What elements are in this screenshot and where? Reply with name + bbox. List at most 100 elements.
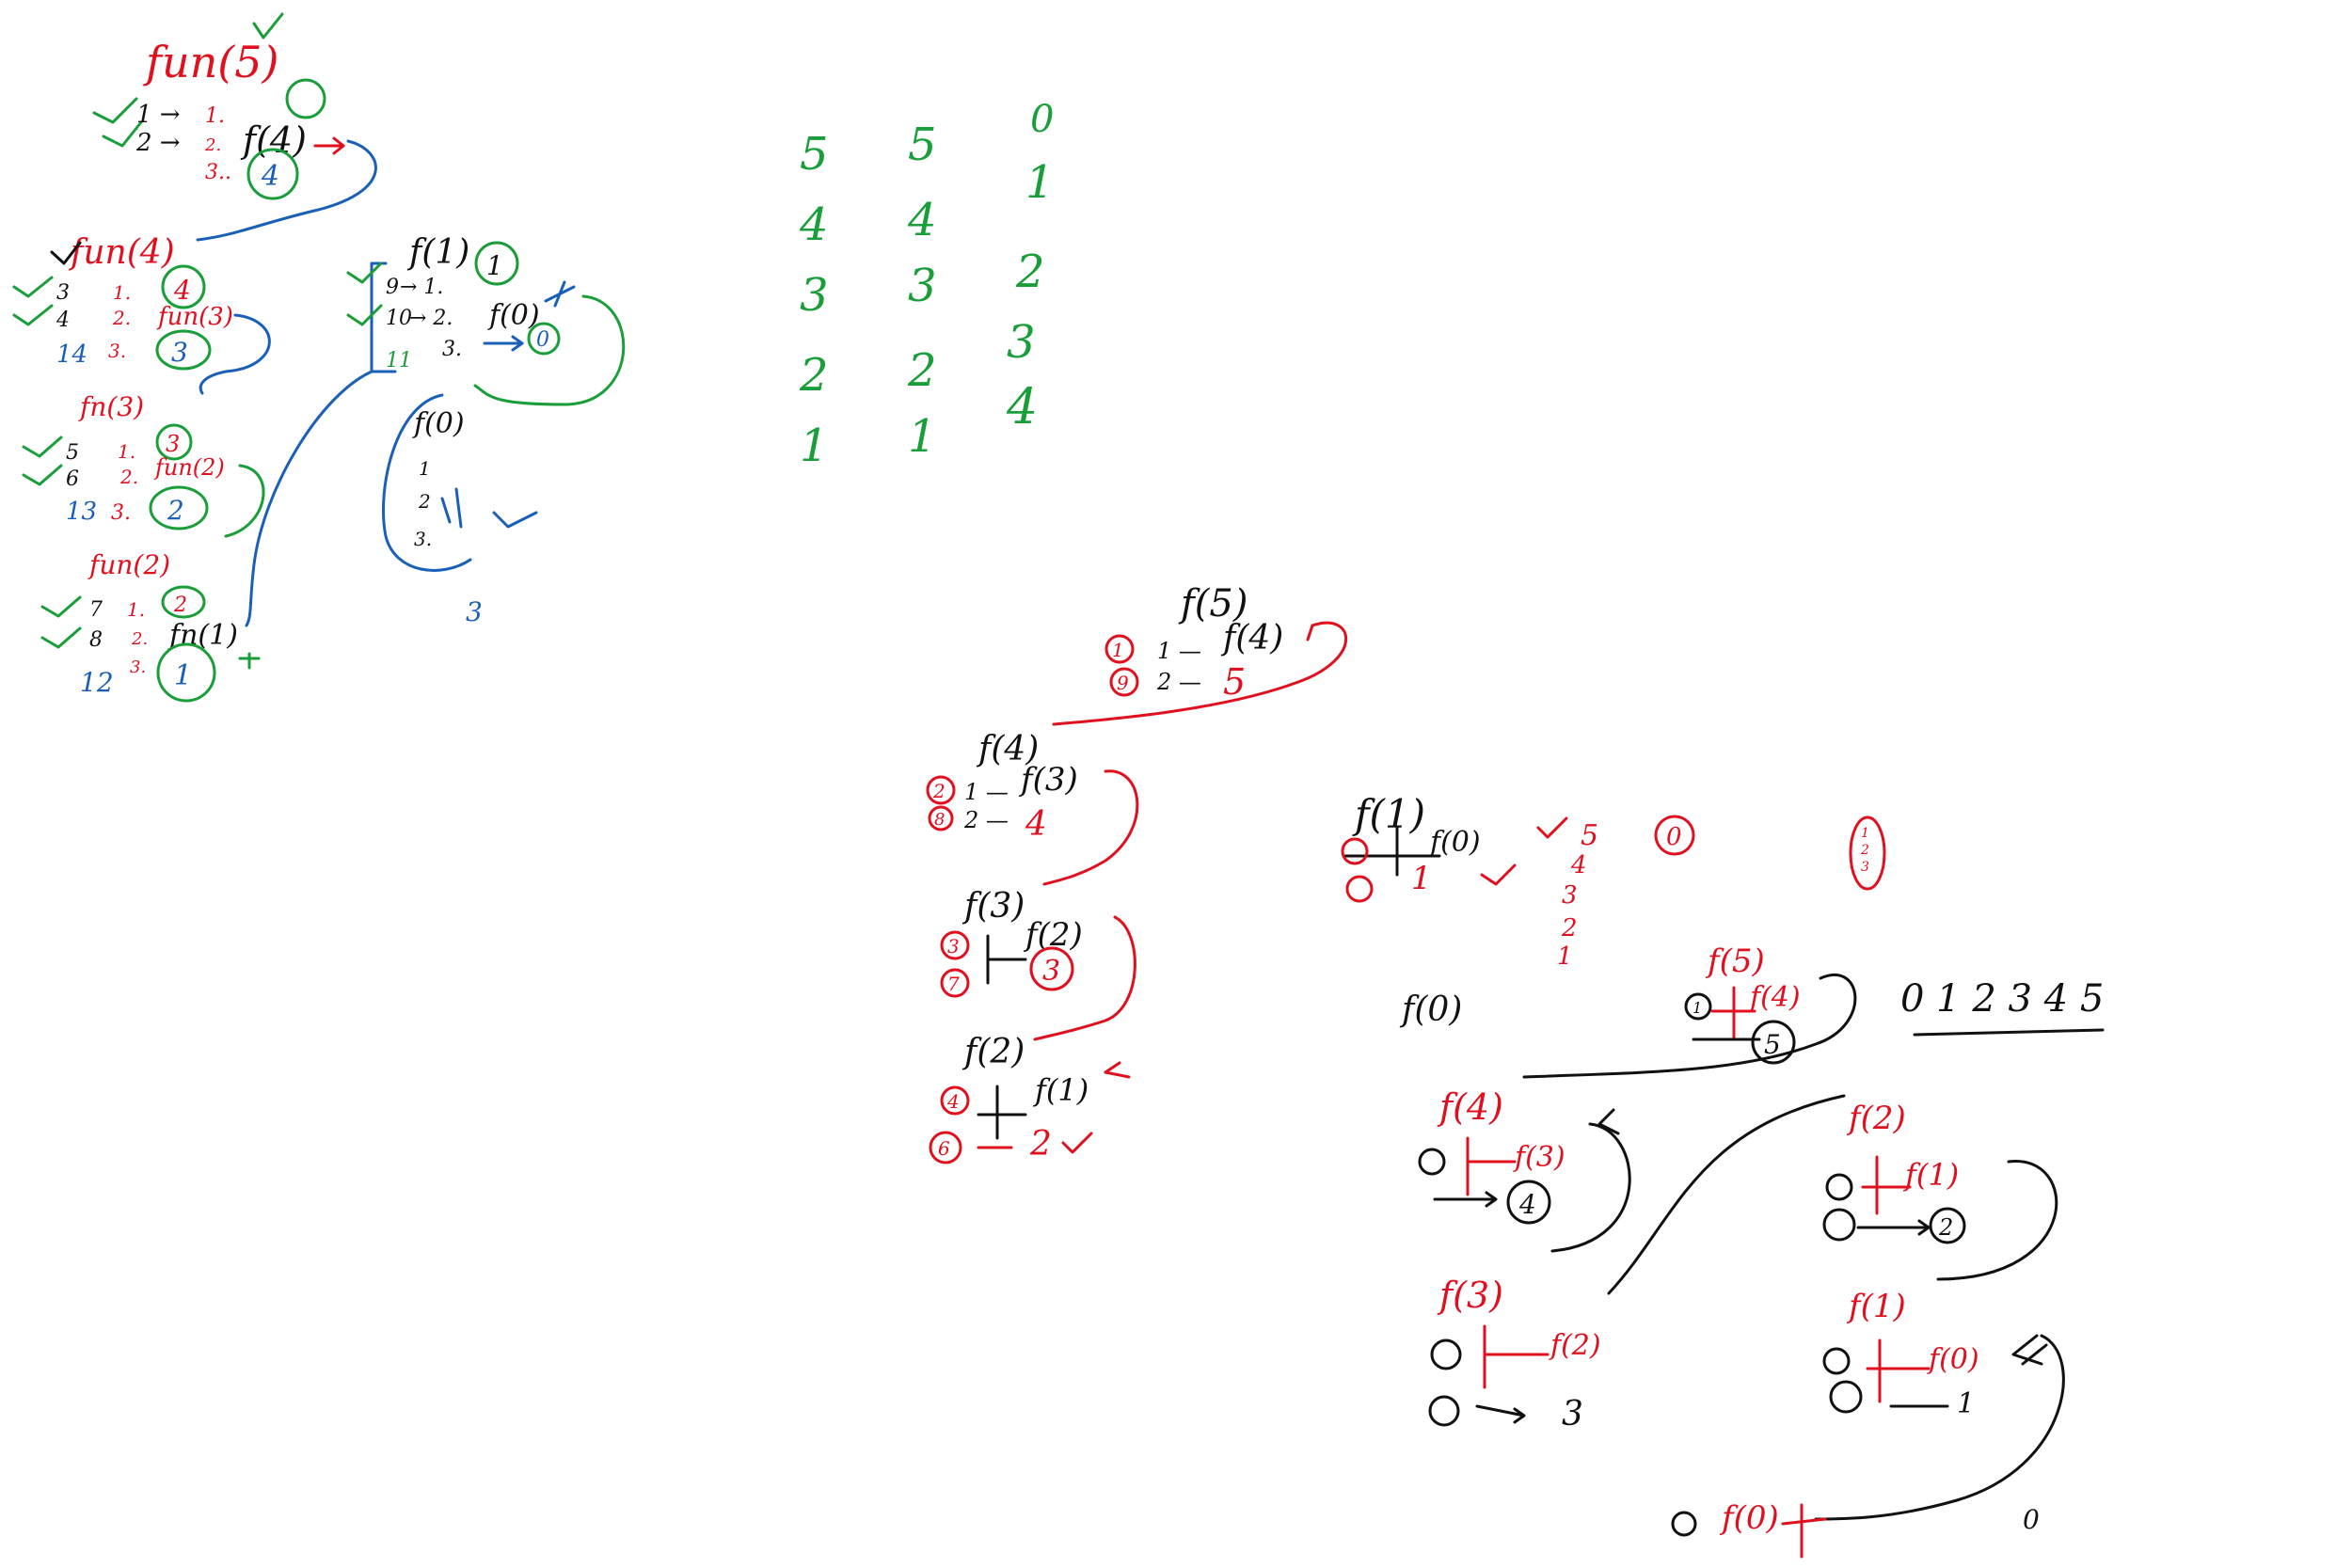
top-left-recursion-trace: fun(5) 1 → 2 → 1. 2. 3.. f(4) 4 fun(4) 3…	[12, 12, 626, 703]
label-f1-b-right: f(1)	[1903, 1157, 1959, 1193]
svg-text:6: 6	[66, 467, 79, 491]
svg-text:3: 3	[171, 337, 188, 368]
label-fun5: fun(5)	[143, 37, 278, 87]
stack-value-5: 1	[1557, 942, 1573, 971]
label-f0-right: f(0)	[1428, 826, 1481, 859]
number-columns: 5 4 3 2 1 5 4 3 2 1 0 1 2 3 4	[799, 98, 1055, 472]
label-fun4: fun(4)	[68, 233, 175, 272]
svg-text:7: 7	[89, 598, 103, 622]
svg-text:3.: 3.	[108, 340, 126, 362]
sequence-label: 0 1 2 3 4 5	[1900, 977, 2104, 1021]
label-f2-b: f(2)	[961, 1033, 1025, 1071]
svg-text:7: 7	[947, 973, 960, 995]
column2-value-3: 3	[908, 260, 937, 312]
column3-value-4: 3	[1007, 316, 1036, 369]
label-f0-c-right: f(0)	[1927, 1343, 1979, 1376]
svg-text:0: 0	[1666, 823, 1682, 851]
svg-text:0: 0	[2023, 1504, 2040, 1535]
label-f1-middle: f(1)	[1033, 1072, 1089, 1108]
svg-text:9: 9	[1117, 672, 1129, 694]
svg-text:1.: 1.	[118, 440, 135, 463]
label-f3-middle: f(3)	[1018, 761, 1078, 799]
svg-text:9: 9	[386, 276, 399, 299]
label-f2-right: f(2)	[1846, 1100, 1906, 1137]
svg-text:8: 8	[934, 810, 945, 830]
svg-text:2: 2	[1029, 1125, 1052, 1164]
column3-value-5: 4	[1006, 379, 1038, 436]
svg-text:1 →: 1 →	[136, 101, 181, 129]
label-f4-b-right: f(4)	[1437, 1086, 1503, 1128]
label-f4-right: f(4)	[1748, 981, 1801, 1014]
label-f3-b-right: f(3)	[1437, 1275, 1503, 1316]
svg-text:3: 3	[166, 431, 180, 457]
svg-text:→ 2.: → 2.	[409, 307, 453, 330]
label-f1: f(1)	[406, 233, 469, 272]
svg-text:2.: 2.	[204, 135, 221, 155]
label-fun3: fun(3)	[156, 303, 233, 331]
svg-text:1: 1	[1112, 639, 1124, 661]
label-fun2-b: fun(2)	[87, 549, 170, 580]
svg-text:4: 4	[173, 275, 191, 306]
column3-value-3: 2	[1015, 245, 1045, 298]
column1-value-3: 3	[800, 269, 829, 322]
svg-text:2: 2	[173, 594, 187, 617]
svg-text:2: 2	[932, 780, 946, 802]
label-f0: f(0)	[487, 299, 540, 332]
label-f0-b: f(0)	[412, 407, 465, 440]
svg-text:3: 3	[1562, 1395, 1583, 1433]
middle-recursion-stack: f(5) 1 9 1 — 2 — f(4) 5 f(4) 2 8 1 — 2 —…	[926, 582, 1348, 1164]
svg-text:4: 4	[946, 1090, 960, 1113]
svg-text:3: 3	[466, 596, 483, 627]
column3-value-1: 0	[1030, 98, 1054, 141]
svg-text:3: 3	[1042, 955, 1060, 988]
label-fun2: fun(2)	[153, 454, 225, 481]
svg-text:1.: 1.	[113, 281, 131, 304]
svg-text:4: 4	[56, 309, 70, 332]
check-mark	[92, 97, 138, 124]
svg-text:→ 1.: → 1.	[400, 276, 443, 299]
svg-text:14: 14	[56, 341, 87, 369]
svg-text:1: 1	[174, 659, 192, 692]
svg-text:2: 2	[418, 490, 431, 513]
column1-value-2: 4	[799, 198, 829, 251]
svg-text:1.: 1.	[205, 104, 225, 128]
stack-value-3: 3	[1562, 881, 1578, 910]
svg-text:4: 4	[261, 160, 279, 193]
svg-text:5: 5	[1223, 661, 1246, 703]
svg-text:1: 1	[1861, 826, 1869, 841]
svg-text:1 —: 1 —	[964, 779, 1009, 805]
svg-text:11: 11	[386, 349, 412, 372]
svg-text:10: 10	[386, 307, 412, 330]
svg-text:3.: 3.	[111, 501, 131, 525]
stack-value-1: 5	[1581, 819, 1598, 852]
svg-text:1: 1	[486, 250, 503, 281]
right-recursion-tree: f(1) f(0) 1 5 4 3 2 1 0 1 2 3 f(0) f(5) …	[1341, 791, 2105, 1559]
svg-text:3: 3	[1861, 860, 1869, 875]
svg-text:8: 8	[89, 628, 103, 652]
svg-text:3.: 3.	[414, 528, 432, 550]
svg-text:3..: 3..	[205, 161, 231, 184]
svg-text:4: 4	[1518, 1189, 1536, 1220]
stack-value-2: 4	[1570, 851, 1587, 879]
svg-text:3: 3	[56, 281, 70, 305]
label-f4: f(4)	[240, 119, 307, 161]
label-f4-b: f(4)	[976, 730, 1039, 768]
svg-text:2: 2	[1938, 1214, 1953, 1241]
svg-text:3.: 3.	[442, 338, 462, 361]
column2-value-4: 2	[907, 344, 937, 397]
svg-text:2 —: 2 —	[963, 807, 1009, 833]
svg-text:1 —: 1 —	[1157, 638, 1201, 664]
column1-value-5: 1	[800, 420, 829, 472]
svg-text:12: 12	[80, 667, 114, 698]
column2-value-1: 5	[908, 119, 937, 171]
svg-text:4: 4	[1025, 805, 1047, 844]
svg-text:5: 5	[66, 441, 79, 465]
svg-text:6: 6	[938, 1137, 950, 1160]
svg-text:1: 1	[1957, 1387, 1975, 1420]
label-f1-c-right: f(1)	[1846, 1288, 1906, 1325]
label-f1-right: f(1)	[1352, 791, 1425, 837]
label-f2-b-right: f(2)	[1549, 1329, 1601, 1362]
column2-value-2: 4	[907, 194, 937, 246]
svg-text:3.: 3.	[130, 657, 146, 677]
